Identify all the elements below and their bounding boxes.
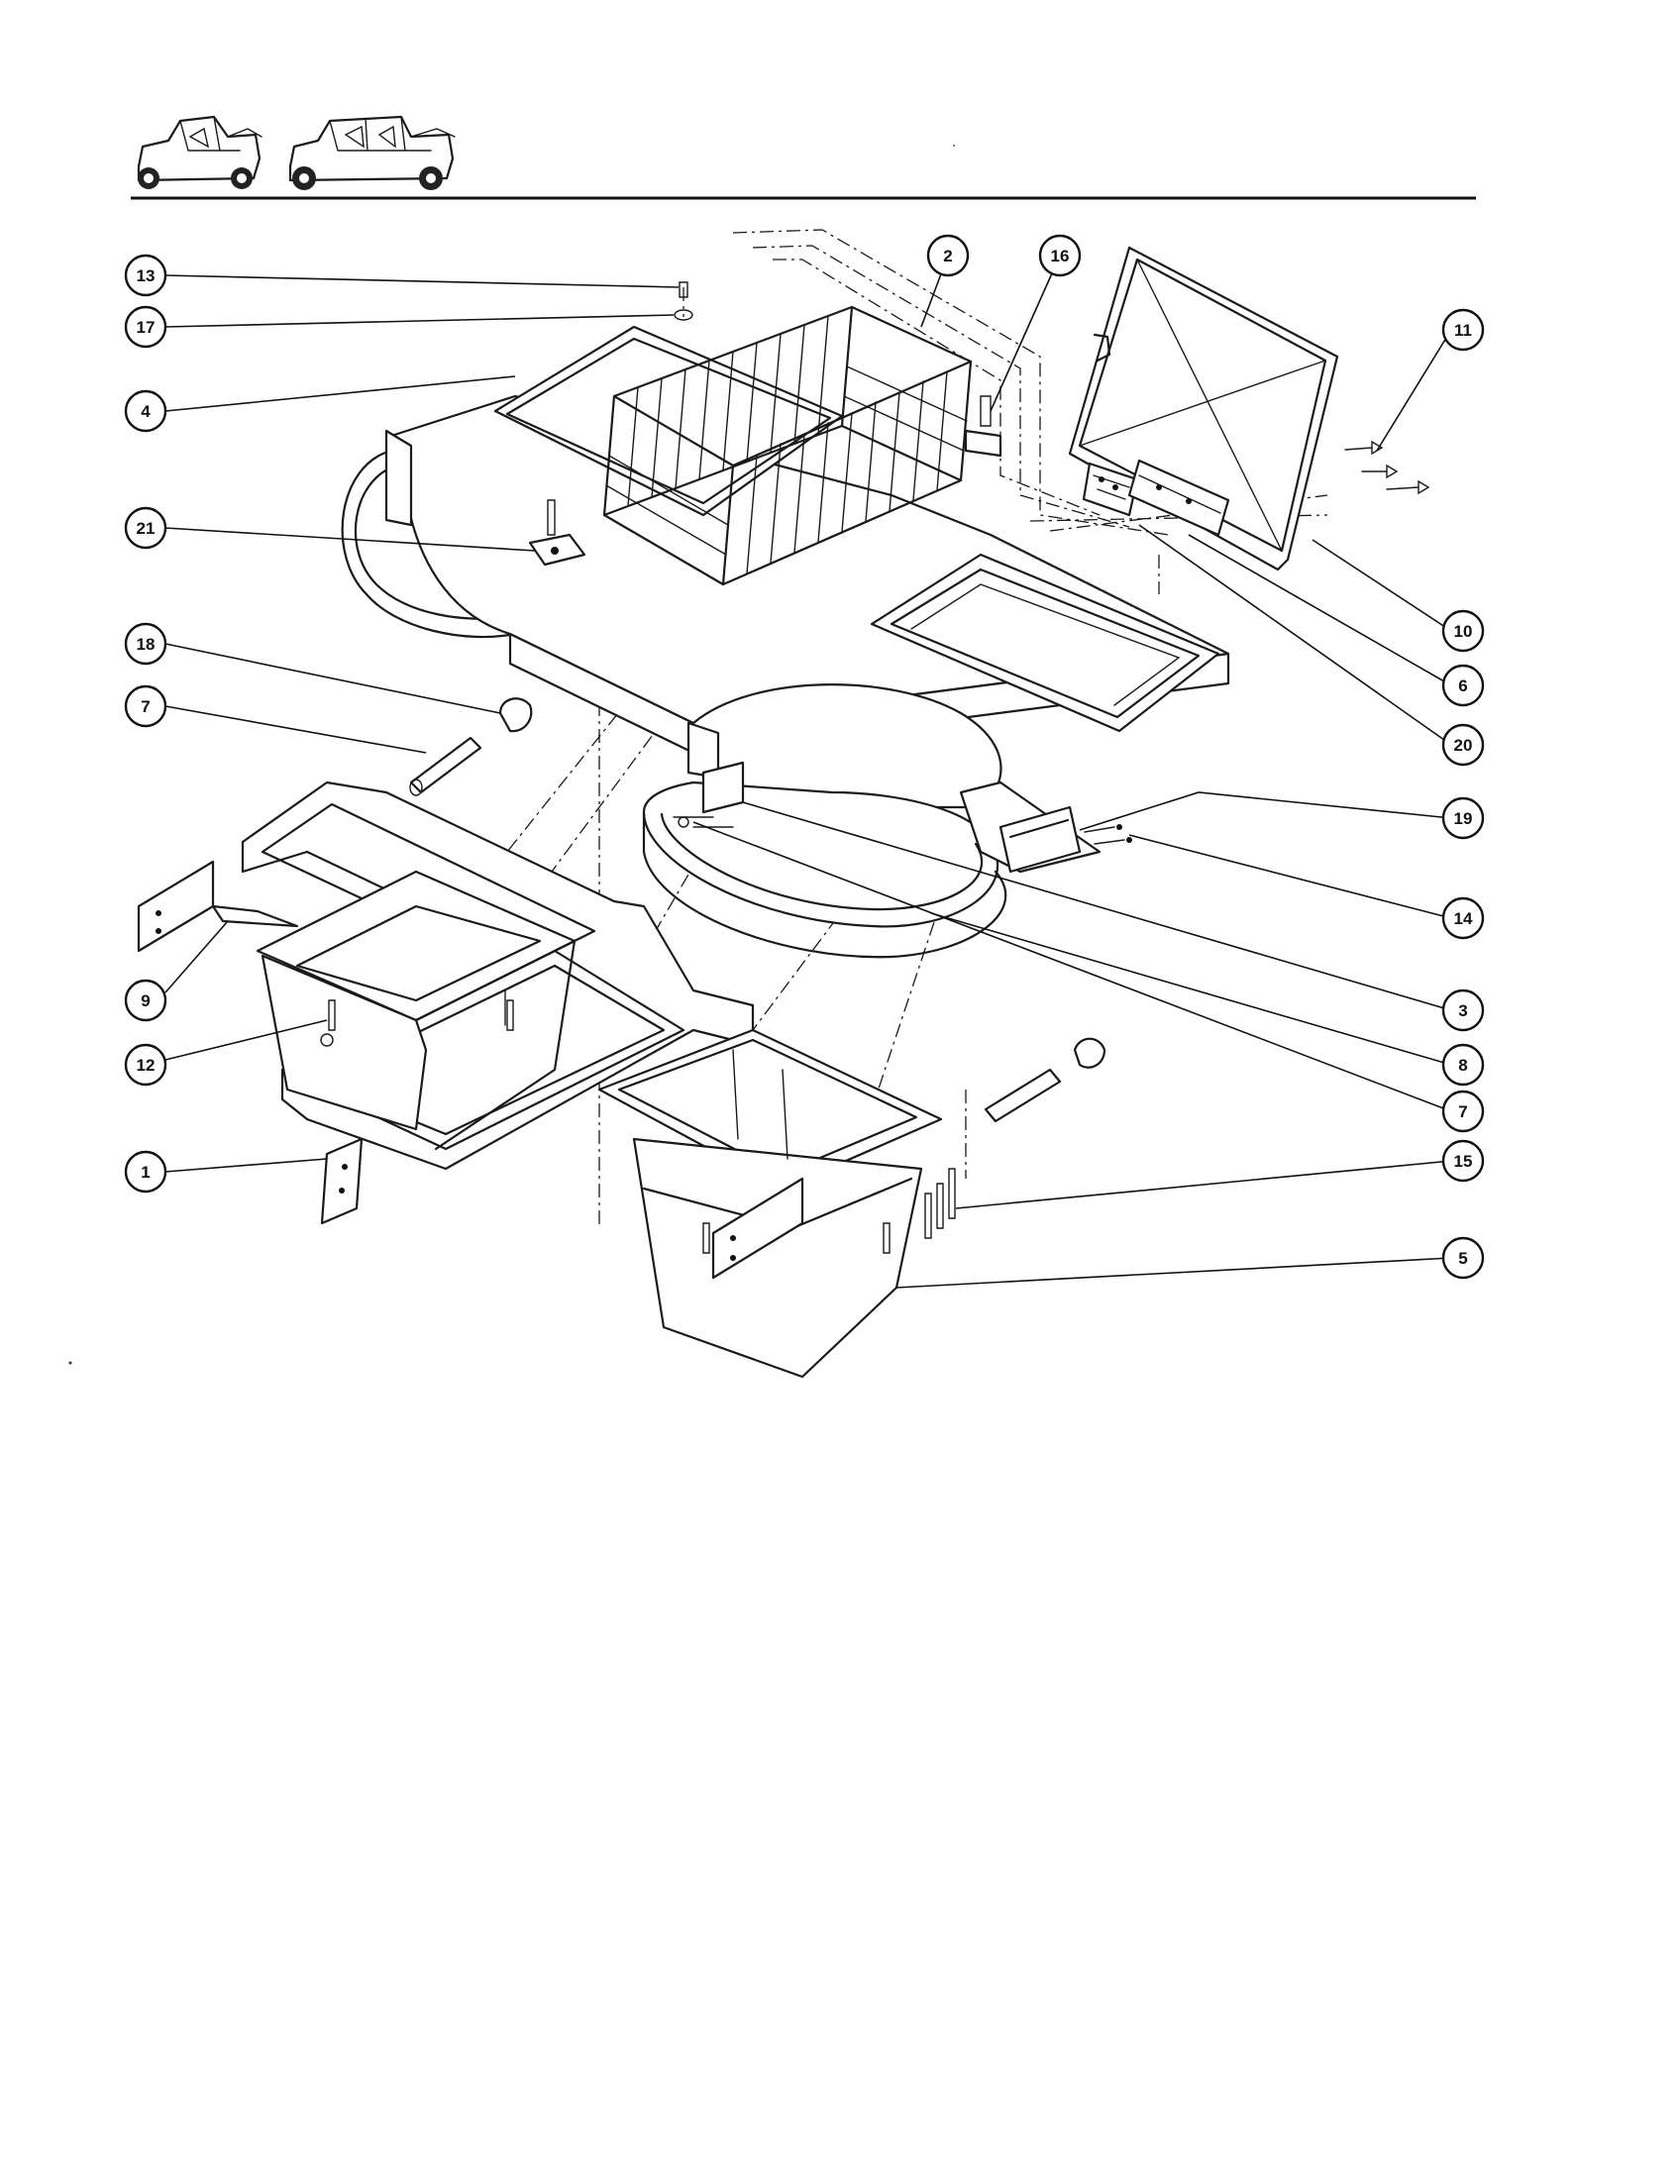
callout-5: 5 xyxy=(1441,1236,1485,1280)
scan-speck xyxy=(953,145,955,147)
callout-15: 15 xyxy=(1441,1139,1485,1183)
callout-19: 19 xyxy=(1441,796,1485,840)
hinged-lid xyxy=(1068,246,1430,572)
callout-7-right: 7 xyxy=(1441,1090,1485,1133)
leader-lines xyxy=(164,255,1452,1289)
callout-12: 12 xyxy=(124,1043,167,1087)
callout-18: 18 xyxy=(124,622,167,666)
callout-9: 9 xyxy=(124,979,167,1022)
callout-label: 7 xyxy=(1458,1102,1467,1121)
callout-1: 1 xyxy=(124,1150,167,1194)
callout-8: 8 xyxy=(1441,1043,1485,1087)
callout-3: 3 xyxy=(1441,988,1485,1032)
callout-label: 17 xyxy=(137,318,156,337)
callout-label: 10 xyxy=(1454,622,1473,641)
callout-label: 1 xyxy=(141,1163,150,1182)
right-storage-bin xyxy=(597,1028,943,1379)
callout-7-left: 7 xyxy=(124,684,167,728)
callout-17: 17 xyxy=(124,305,167,349)
callout-label: 5 xyxy=(1458,1249,1467,1268)
callout-11: 11 xyxy=(1441,308,1485,352)
callout-6: 6 xyxy=(1441,664,1485,707)
callout-label: 9 xyxy=(141,991,150,1010)
callout-21: 21 xyxy=(124,506,167,550)
callout-label: 4 xyxy=(141,402,151,421)
callout-label: 16 xyxy=(1051,247,1070,265)
callout-label: 2 xyxy=(943,247,952,265)
callout-label: 7 xyxy=(141,697,150,716)
callout-label: 20 xyxy=(1454,736,1473,755)
wire-basket xyxy=(602,305,973,586)
callout-label: 13 xyxy=(137,266,156,285)
callout-label: 21 xyxy=(137,519,156,538)
callout-label: 15 xyxy=(1454,1152,1473,1171)
callout-label: 19 xyxy=(1454,809,1473,828)
callout-label: 14 xyxy=(1454,909,1473,928)
two-seat-vehicle-icon xyxy=(137,115,262,189)
callout-label: 6 xyxy=(1458,676,1467,695)
callout-16: 16 xyxy=(1038,234,1082,277)
callout-10: 10 xyxy=(1441,609,1485,653)
storage-console-body xyxy=(341,394,1230,959)
callout-label: 11 xyxy=(1454,321,1472,340)
left-storage-bin xyxy=(256,870,577,1151)
callout-14: 14 xyxy=(1441,896,1485,940)
callout-label: 3 xyxy=(1458,1001,1467,1020)
callout-label: 18 xyxy=(137,635,156,654)
four-seat-vehicle-icon xyxy=(288,115,456,190)
callout-13: 13 xyxy=(124,254,167,297)
callout-label: 8 xyxy=(1458,1056,1467,1075)
callout-20: 20 xyxy=(1441,723,1485,767)
callout-2: 2 xyxy=(926,234,970,277)
hardware xyxy=(328,281,1132,1254)
callout-label: 12 xyxy=(137,1056,156,1075)
callout-4: 4 xyxy=(124,389,167,433)
scan-speck xyxy=(68,1361,72,1365)
